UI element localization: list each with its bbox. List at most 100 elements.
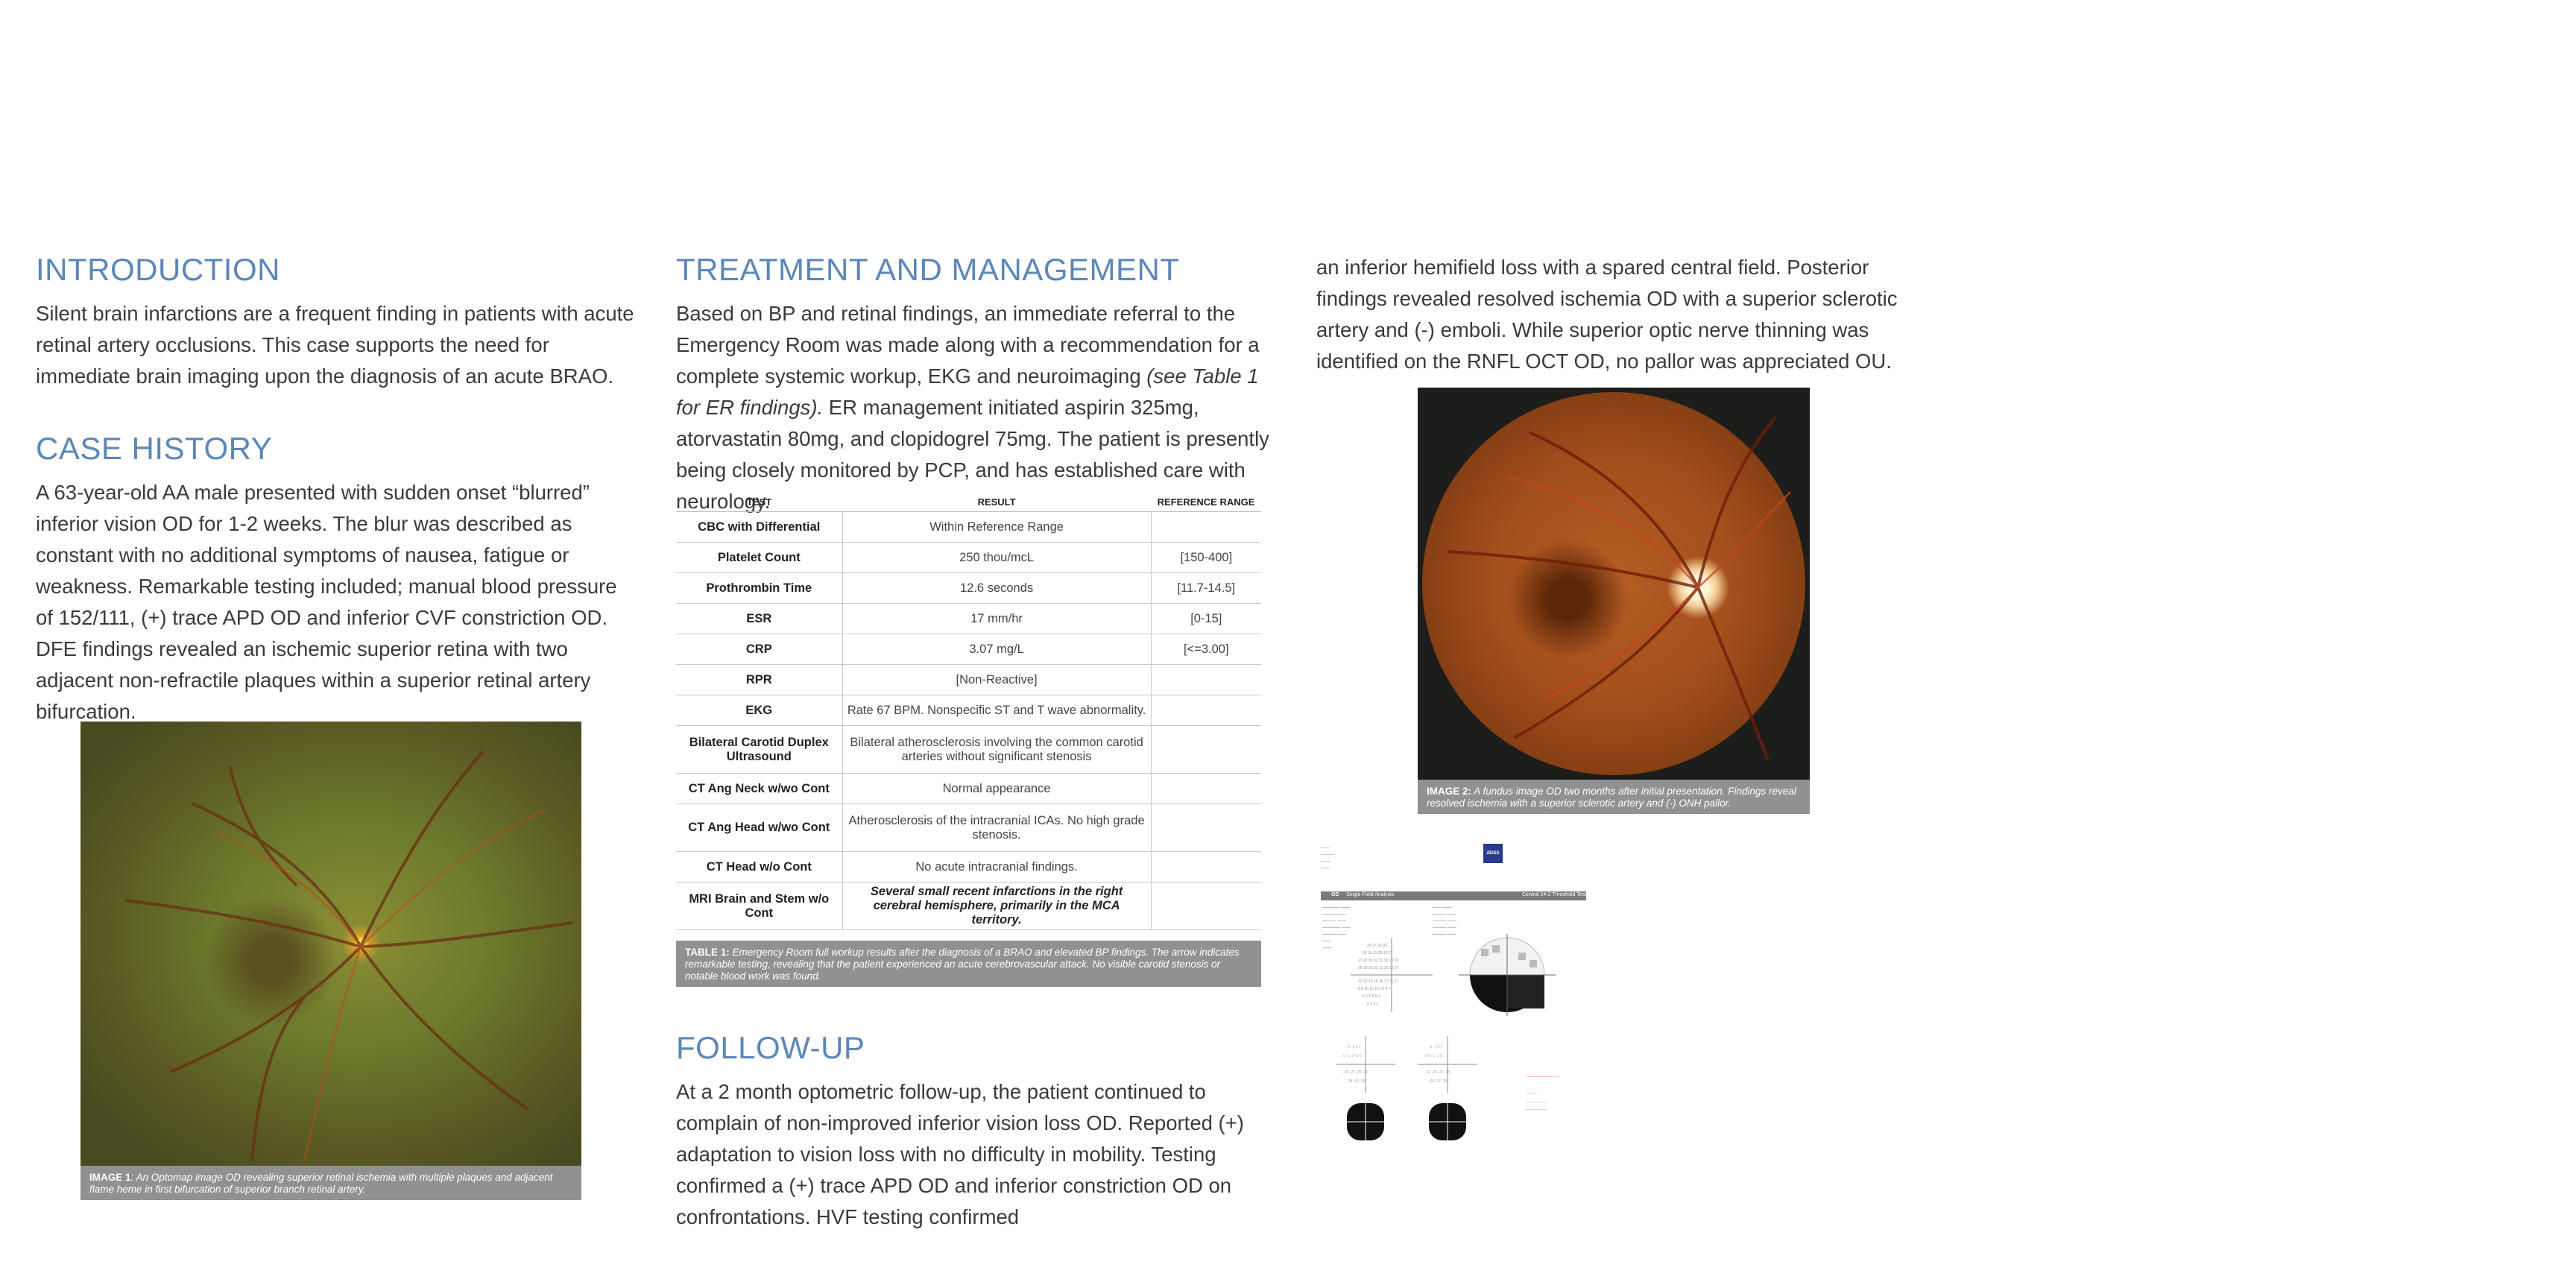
- svg-text:-18 -22 -25 -20: -18 -22 -25 -20: [1343, 1070, 1368, 1075]
- case-history-heading: CASE HISTORY: [36, 431, 273, 466]
- table-cell-range: [1151, 664, 1261, 695]
- table-cell-test: CT Head w/o Cont: [676, 851, 843, 883]
- image-2-figure: IMAGE 2: A fundus image OD two months af…: [1418, 388, 1810, 814]
- svg-text:-26 -27 -28: -26 -27 -28: [1429, 1079, 1448, 1084]
- fundus-disc: [1422, 392, 1805, 775]
- treatment-body-part-1: Based on BP and retinal findings, an imm…: [676, 302, 1260, 388]
- svg-text:0 0 2 1: 0 0 2 1: [1367, 1002, 1379, 1006]
- image-2-label: IMAGE 2:: [1427, 786, 1472, 797]
- hvf-subtitle: Central 24-2 Threshold Test: [1522, 892, 1587, 897]
- svg-text:-16 -20 -22 -18: -16 -20 -22 -18: [1425, 1070, 1450, 1075]
- table-cell-test: CRP: [676, 634, 843, 665]
- zeiss-logo-text: ZEISS: [1486, 851, 1500, 856]
- table-header-row: TEST RESULT REFERENCE RANGE: [676, 492, 1261, 512]
- table-cell-range: [11.7-14.5]: [1151, 572, 1261, 604]
- hvf-header-bar: [1321, 891, 1586, 900]
- table-cell-result: 3.07 mg/L: [842, 634, 1152, 665]
- table-cell-range: [1151, 773, 1261, 804]
- introduction-heading: INTRODUCTION: [36, 252, 280, 287]
- column-3-body: an inferior hemifield loss with a spared…: [1316, 256, 1898, 373]
- table-cell-test: CBC with Differential: [676, 511, 843, 543]
- image-1-label: IMAGE 1: [89, 1172, 131, 1183]
- svg-text:28 30 32 33 31 30 29 27: 28 30 32 33 31 30 29 27: [1358, 966, 1398, 970]
- table-cell-range: [1151, 511, 1261, 543]
- table-1-caption: TABLE 1: Emergency Room full workup resu…: [676, 941, 1261, 987]
- svg-text:-1 -2 0 1: -1 -2 0 1: [1347, 1045, 1361, 1049]
- svg-text:27 29 30 32 31 30 28 26: 27 29 30 32 31 30 28 26: [1358, 959, 1398, 963]
- svg-text:— —— ——: — —— ——: [1526, 1100, 1547, 1105]
- table-cell-test: Bilateral Carotid Duplex Ultrasound: [676, 725, 843, 774]
- table-cell-range: [1151, 804, 1261, 852]
- svg-text:-1 -1 0 1: -1 -1 0 1: [1429, 1045, 1443, 1049]
- table-cell-result: Bilateral atherosclerosis involving the …: [842, 725, 1152, 774]
- table-cell-result: [Non-Reactive]: [842, 664, 1152, 695]
- svg-text:— —— ——: — —— ——: [1526, 1108, 1547, 1112]
- table-header-result: RESULT: [842, 492, 1152, 512]
- treatment-heading: TREATMENT AND MANAGEMENT: [676, 252, 1180, 287]
- image-1-caption: IMAGE 1: An Optomap image OD revealing s…: [80, 1166, 581, 1200]
- image-2-caption-text: A fundus image OD two months after initi…: [1427, 786, 1796, 809]
- hvf-patient-lines: —————————: [1321, 846, 1334, 871]
- table-cell-result: 17 mm/hr: [842, 603, 1152, 634]
- table-cell-test: CT Ang Head w/wo Cont: [676, 804, 843, 852]
- table-cell-test: CT Ang Neck w/wo Cont: [676, 773, 843, 804]
- table-cell-range: [1151, 851, 1261, 883]
- table-cell-result: Several small recent infarctions in the …: [842, 882, 1152, 930]
- svg-text:0 0 -1 -1 0: 0 0 -1 -1 0: [1425, 1054, 1442, 1058]
- image-2-caption: IMAGE 2: A fundus image OD two months af…: [1418, 780, 1810, 814]
- table-cell-test: EKG: [676, 695, 843, 726]
- svg-text:-28 -30 -29: -28 -30 -29: [1347, 1079, 1366, 1084]
- svg-text:4 2 6 8 5 3: 4 2 6 8 5 3: [1363, 994, 1380, 999]
- treatment-body-italic: (see Table 1 for ER findings).: [676, 364, 1259, 419]
- svg-text:8 6 10 12 14 10 9 7: 8 6 10 12 14 10 9 7: [1358, 987, 1390, 991]
- followup-section: FOLLOW-UP At a 2 month optometric follow…: [676, 1030, 1272, 1233]
- treatment-body: Based on BP and retinal findings, an imm…: [676, 298, 1272, 517]
- image-1-caption-text: : An Optomap image OD revealing superior…: [89, 1172, 553, 1195]
- hvf-parameters: ———— ————— ————— —————— ————— ——————: [1322, 906, 1351, 950]
- table-cell-result: 250 thou/mcL: [842, 542, 1152, 573]
- image-1-figure: IMAGE 1: An Optomap image OD revealing s…: [80, 722, 581, 1200]
- table-cell-test: ESR: [676, 603, 843, 634]
- optomap-retinal-image: [80, 722, 581, 1166]
- introduction-body: Silent brain infarctions are a frequent …: [36, 302, 634, 388]
- table-header-range: REFERENCE RANGE: [1151, 492, 1261, 512]
- hvf-plots: 28 27 29 30 28 30 31 29 30 27 27 29 30 3…: [1336, 934, 1559, 1140]
- table-cell-range: [1151, 695, 1261, 726]
- table-cell-range: [<=3.00]: [1151, 634, 1261, 665]
- svg-text:12 10 14 18 20 17 15 11: 12 10 14 18 20 17 15 11: [1358, 979, 1398, 984]
- table-1-label: TABLE 1:: [685, 947, 730, 958]
- column-1: INTRODUCTION Silent brain infarctions ar…: [36, 252, 636, 727]
- table-1-caption-text: Emergency Room full workup results after…: [685, 947, 1240, 982]
- table-cell-test: RPR: [676, 664, 843, 695]
- table-cell-range: [150-400]: [1151, 542, 1261, 573]
- column-3: an inferior hemifield loss with a spared…: [1316, 252, 1913, 377]
- table-cell-result: No acute intracranial findings.: [842, 851, 1152, 883]
- er-results-table: TEST RESULT REFERENCE RANGE CBC with Dif…: [676, 492, 1261, 930]
- column-2: TREATMENT AND MANAGEMENT Based on BP and…: [676, 252, 1272, 517]
- table-cell-result: Normal appearance: [842, 773, 1152, 804]
- table-cell-result: Atherosclerosis of the intracranial ICAs…: [842, 804, 1152, 852]
- hvf-title: Single Field Analysis: [1346, 892, 1395, 897]
- svg-text:———: ———: [1526, 1091, 1537, 1096]
- hvf-printout: ZEISS ————————— OD Single Field Analysis…: [1321, 841, 1589, 1161]
- hvf-parameters-2: —— ————— ————— ————— ————— ——: [1433, 906, 1456, 937]
- zeiss-logo: ZEISS: [1483, 844, 1503, 863]
- table-cell-test: Platelet Count: [676, 542, 843, 573]
- hvf-eye-label: OD: [1331, 892, 1339, 897]
- table-cell-result: 12.6 seconds: [842, 572, 1152, 604]
- followup-body: At a 2 month optometric follow-up, the p…: [676, 1080, 1244, 1228]
- followup-heading: FOLLOW-UP: [676, 1030, 865, 1065]
- table-row: RPR[Non-Reactive]: [676, 664, 1261, 695]
- table-header-test: TEST: [676, 492, 843, 512]
- table-cell-result: Rate 67 BPM. Nonspecific ST and T wave a…: [842, 695, 1152, 726]
- svg-text:28 27 29 30: 28 27 29 30: [1367, 944, 1387, 948]
